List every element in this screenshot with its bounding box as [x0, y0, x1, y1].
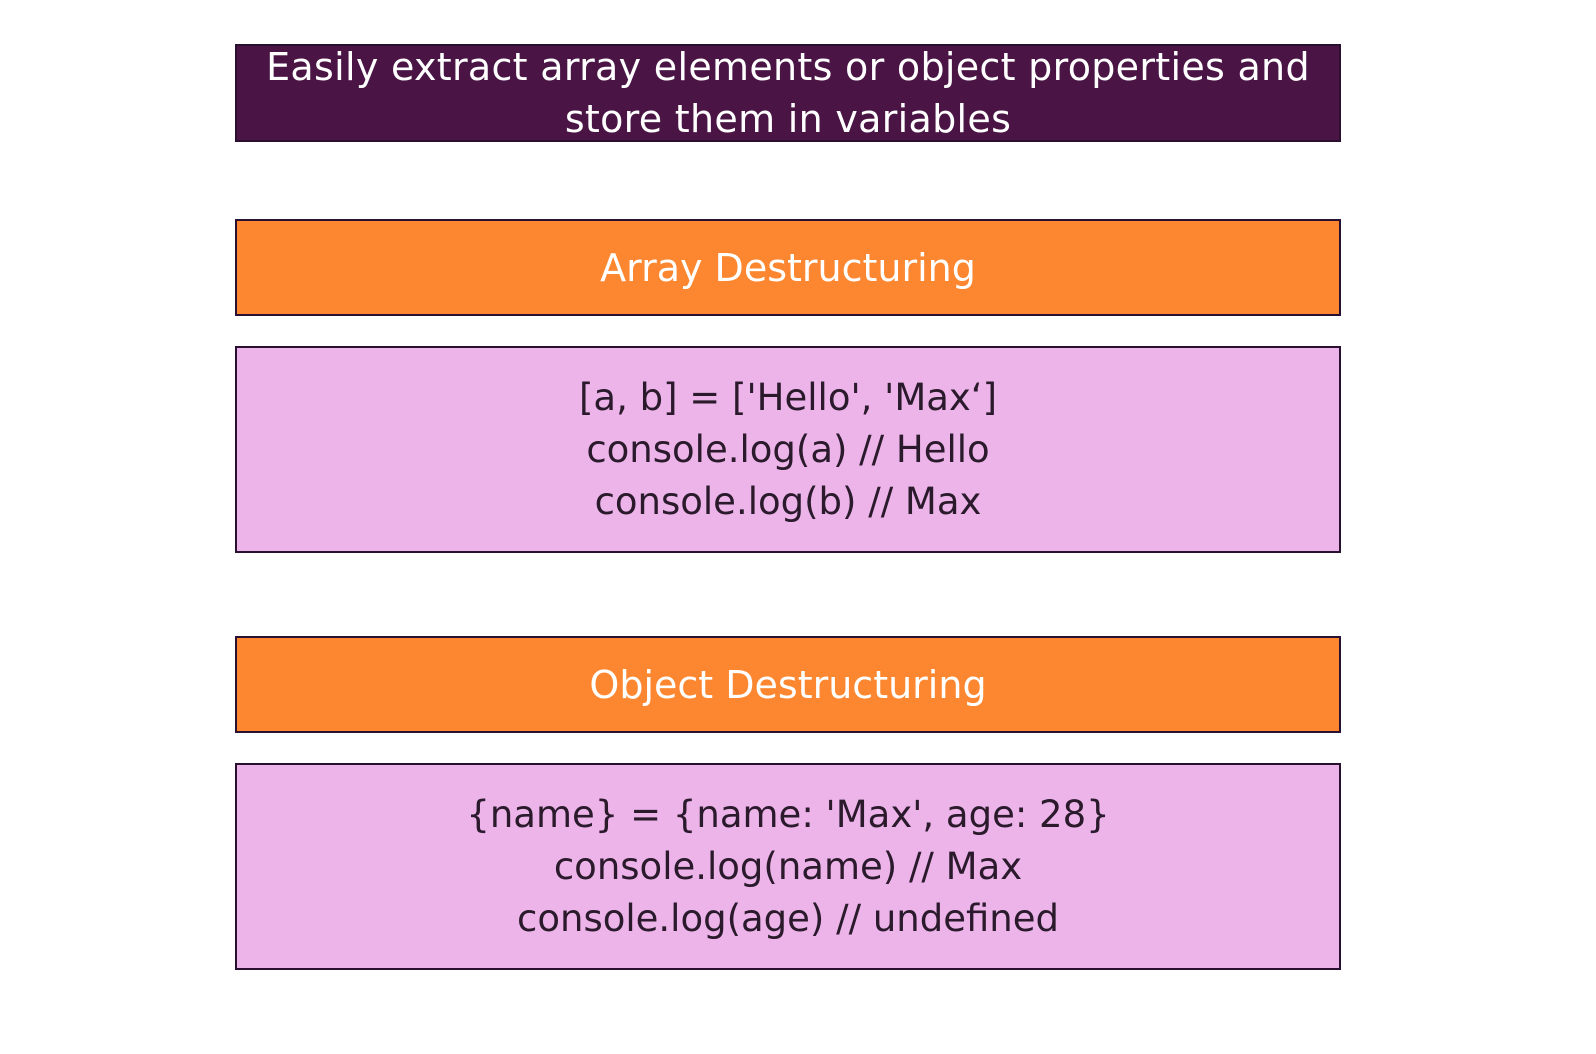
- code-line: console.log(age) // undefined: [517, 896, 1059, 940]
- array-destructuring-label: Array Destructuring: [600, 245, 976, 290]
- code-line: console.log(b) // Max: [594, 479, 982, 523]
- code-line: [a, b] = ['Hello', 'Max‘]: [578, 375, 998, 419]
- array-destructuring-title: Array Destructuring: [235, 219, 1341, 316]
- array-destructuring-code: [a, b] = ['Hello', 'Max‘] console.log(a)…: [235, 346, 1341, 553]
- summary-banner: Easily extract array elements or object …: [235, 44, 1341, 142]
- object-destructuring-label: Object Destructuring: [589, 662, 987, 707]
- summary-line-1: Easily extract array elements or object …: [266, 45, 1310, 89]
- code-line: {name} = {name: 'Max', age: 28}: [466, 792, 1110, 836]
- summary-line-2: store them in variables: [564, 97, 1012, 141]
- code-line: console.log(a) // Hello: [586, 427, 990, 471]
- object-destructuring-title: Object Destructuring: [235, 636, 1341, 733]
- code-line: console.log(name) // Max: [553, 844, 1023, 888]
- object-destructuring-code: {name} = {name: 'Max', age: 28} console.…: [235, 763, 1341, 970]
